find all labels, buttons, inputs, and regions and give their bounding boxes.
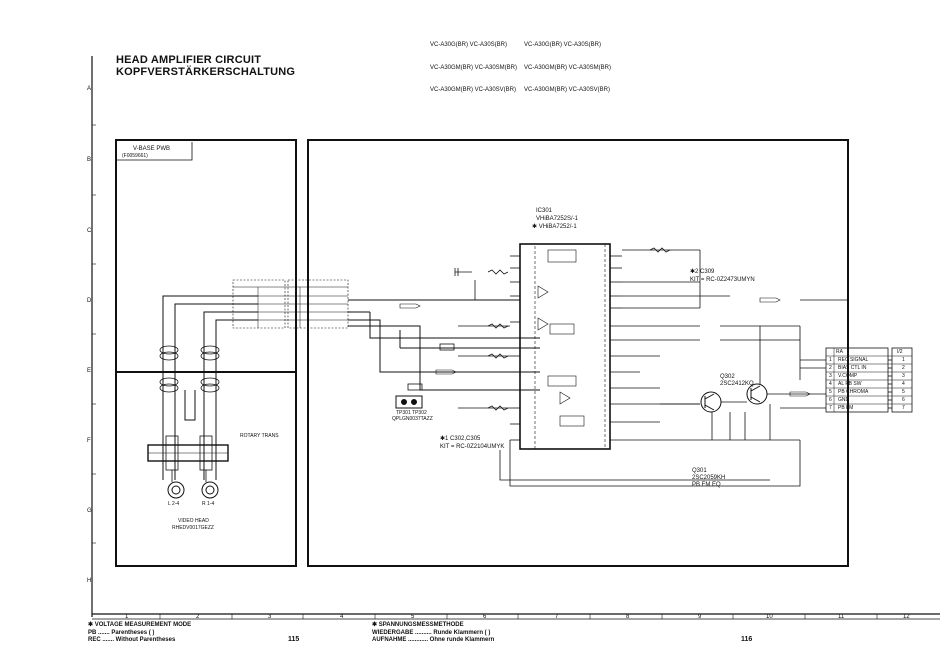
col-label: 12 [903, 614, 910, 620]
kit2-code: KIT = RC-0Z2473UMYN [690, 277, 755, 283]
model-list-left: VC-A30G(BR) VC-A30S(BR) VC-A30GM(BR) VC-… [430, 27, 517, 102]
video-head-code: RHEDV0017GEZZ [172, 525, 214, 531]
connector-row-signal: PB FM [838, 405, 854, 411]
row-label: G [87, 508, 92, 514]
row-label: F [87, 438, 91, 444]
footer-right-title: ✱ SPANNUNGSMESSMETHODE [372, 622, 464, 628]
col-label: 7 [555, 614, 559, 620]
col-label: 8 [626, 614, 630, 620]
connector-row-pin: 5 [902, 389, 905, 395]
head-label-right: R 1-4 [202, 501, 215, 507]
vbase-code: (F0059661) [122, 153, 148, 159]
row-label: D [87, 298, 92, 304]
kit2-ref: ✱2 C309 [690, 269, 715, 275]
connector-row-num: 5 [829, 389, 832, 395]
connector-row-signal: AL PB SW [838, 381, 862, 387]
test-point-code: QPLGN0037TAZZ [392, 416, 433, 422]
connector-row-signal: REC SIGNAL [838, 357, 869, 363]
kit1-code: KIT = RC-0Z2104UMYK [440, 444, 505, 450]
connector-row-signal: PB CHROMA [838, 389, 869, 395]
connector-row-pin: 4 [902, 381, 905, 387]
col-label: 11 [838, 614, 845, 620]
title-german: KOPFVERSTÄRKERSCHALTUNG [116, 66, 296, 78]
connector-row-pin: 1 [902, 357, 905, 363]
connector-header-ra: RA [836, 349, 843, 355]
model-line: VC-A30GM(BR) VC-A30SV(BR) [430, 87, 517, 93]
connector-row-pin: 6 [902, 397, 905, 403]
model-line: VC-A30GM(BR) VC-A30SV(BR) [524, 87, 611, 93]
connector-row-num: 7 [829, 405, 832, 411]
col-label: 3 [268, 614, 272, 620]
ic-part2: ✱ VHiBA7252/-1 [532, 224, 577, 230]
page-number-right: 116 [741, 636, 753, 643]
q301-ref: Q301 [692, 468, 707, 474]
model-line: VC-A30G(BR) VC-A30S(BR) [430, 42, 508, 48]
page-title: HEAD AMPLIFIER CIRCUIT KOPFVERSTÄRKERSCH… [116, 54, 295, 78]
row-label: E [87, 368, 92, 374]
footer-right: ✱ SPANNUNGSMESSMETHODE WIEDERGABE ......… [372, 622, 494, 645]
connector-header-pin: I/2 [897, 349, 903, 355]
connector-row-num: 1 [829, 357, 832, 363]
kit1-ref: ✱1 C302,C305 [440, 436, 481, 442]
q302-ref: Q302 [720, 374, 735, 380]
row-label: A [87, 86, 92, 92]
model-line: VC-A30GM(BR) VC-A30SM(BR) [524, 64, 612, 71]
q301-part: 2SC2059KH [692, 475, 726, 481]
connector-row-num: 4 [829, 381, 832, 387]
footer-left-pb: PB ....... Parentheses ( ) [88, 629, 155, 636]
connector-row-signal: BIAS CTL IN [838, 365, 867, 371]
connector-row-num: 6 [829, 397, 832, 403]
q302-part: 2SC2412KQ [720, 381, 754, 387]
row-label: H [87, 578, 92, 584]
connector-row-num: 2 [829, 365, 832, 371]
model-list-right: VC-A30G(BR) VC-A30S(BR) VC-A30GM(BR) VC-… [524, 27, 611, 102]
connector-row-pin: 3 [902, 373, 905, 379]
col-label: 2 [196, 614, 200, 620]
footer-left-rec: REC ....... Without Parentheses [88, 637, 176, 643]
video-head-name: VIDEO HEAD [178, 518, 209, 524]
row-label: C [87, 228, 92, 234]
connector-row-signal: V.COMP [838, 373, 858, 379]
ic-ref: IC301 [536, 208, 553, 214]
connector-row-num: 3 [829, 373, 832, 379]
col-label: 6 [483, 614, 487, 620]
row-label: B [87, 157, 92, 163]
footer-left-title: ✱ VOLTAGE MEASUREMENT MODE [88, 622, 192, 628]
footer-left: ✱ VOLTAGE MEASUREMENT MODE PB ....... Pa… [88, 622, 191, 645]
connector-row-pin: 2 [902, 365, 905, 371]
col-label: 10 [766, 614, 773, 620]
footer-right-pb: WIEDERGABE .......... Runde Klammern ( ) [372, 629, 491, 636]
col-label: 1 [125, 614, 129, 620]
q301-func: PB FM EQ [692, 482, 721, 488]
col-label: 4 [340, 614, 344, 620]
ic-part1: VHiBA7252S/-1 [536, 216, 579, 222]
footer-right-rec: AUFNAHME ............ Ohne runde Klammer… [372, 637, 495, 643]
head-label-left: L 2-4 [168, 501, 180, 507]
test-point-name: TP301 TP302 [396, 410, 427, 416]
model-line: VC-A30GM(BR) VC-A30SM(BR) [430, 64, 518, 71]
col-label: 9 [698, 614, 702, 620]
title-english: HEAD AMPLIFIER CIRCUIT [116, 54, 262, 66]
rotary-trans-label: ROTARY TRANS [240, 433, 279, 439]
col-label: 5 [411, 614, 415, 620]
model-line: VC-A30G(BR) VC-A30S(BR) [524, 42, 602, 48]
connector-row-pin: 7 [902, 405, 905, 411]
vbase-name: V-BASE PWB [133, 146, 171, 152]
page-number-left: 115 [288, 636, 300, 643]
connector-row-signal: GND [838, 397, 850, 403]
